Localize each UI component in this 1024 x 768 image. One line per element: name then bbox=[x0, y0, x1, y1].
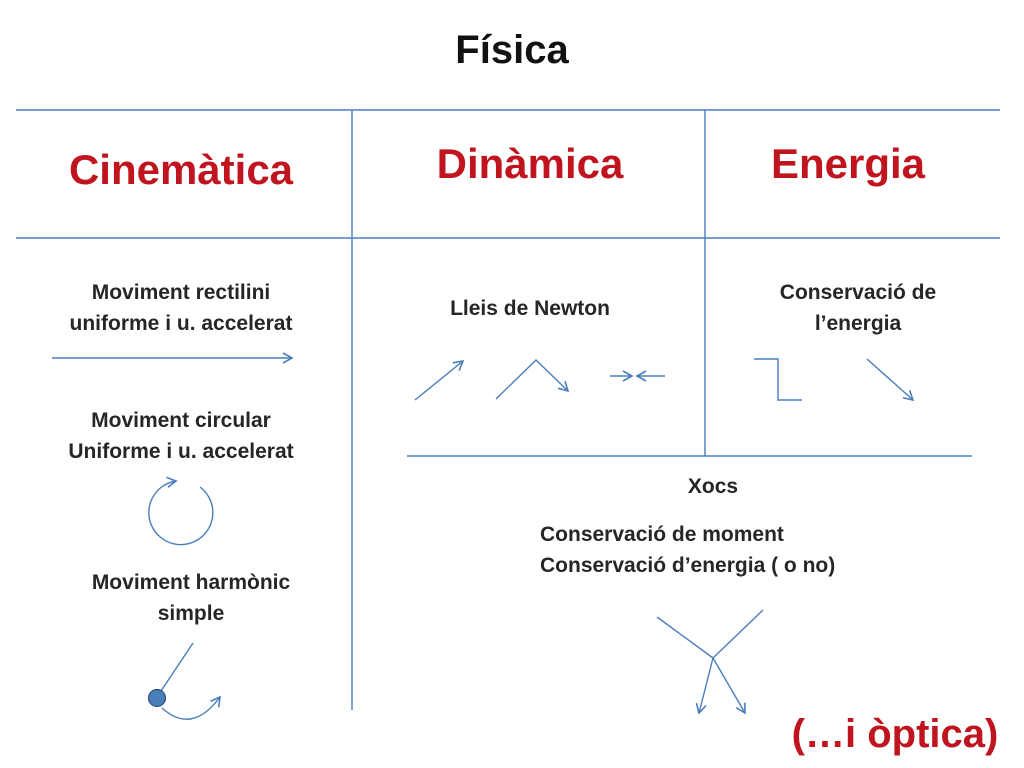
column-heading-cinematica: Cinemàtica bbox=[68, 146, 294, 193]
collision-outgoing-arrow-left-icon bbox=[695, 657, 714, 715]
page-title: Física bbox=[455, 28, 569, 72]
cinematica-rectilinear-label: Moviment rectilini uniforme i u. acceler… bbox=[69, 281, 293, 335]
column-heading-dinamica: Dinàmica bbox=[436, 140, 624, 187]
dinamica-xocs-label: Xocs bbox=[687, 475, 739, 498]
cinematica-circular-label: Moviment circular Uniforme i u. accelera… bbox=[68, 409, 294, 463]
column-heading-energia: Energia bbox=[770, 140, 926, 187]
energia-conservation-label: Conservació de l’energia bbox=[779, 281, 937, 335]
collision-outgoing-arrow-right-icon bbox=[712, 657, 746, 715]
dinamica-xocs-detail: Conservació de moment Conservació d’ener… bbox=[540, 523, 836, 577]
newton-arrow-bent-icon bbox=[495, 359, 570, 400]
cinematica-harmonic-label: Moviment harmònic simple bbox=[91, 571, 291, 625]
pendulum-bob-icon bbox=[147, 688, 167, 708]
collision-incoming-right-line bbox=[712, 609, 764, 659]
newton-arrow-diagonal-icon bbox=[414, 359, 465, 401]
circular-motion-icon bbox=[148, 476, 214, 546]
collision-incoming-left-line bbox=[656, 616, 714, 659]
pendulum-swing-arrow-icon bbox=[161, 695, 221, 720]
dinamica-newton-label: Lleis de Newton bbox=[450, 297, 610, 320]
optics-footnote: (…i òptica) bbox=[791, 712, 999, 756]
pendulum-string bbox=[156, 642, 194, 698]
energy-step-drop-icon bbox=[754, 358, 802, 401]
energy-diagonal-arrow-icon bbox=[866, 358, 915, 402]
